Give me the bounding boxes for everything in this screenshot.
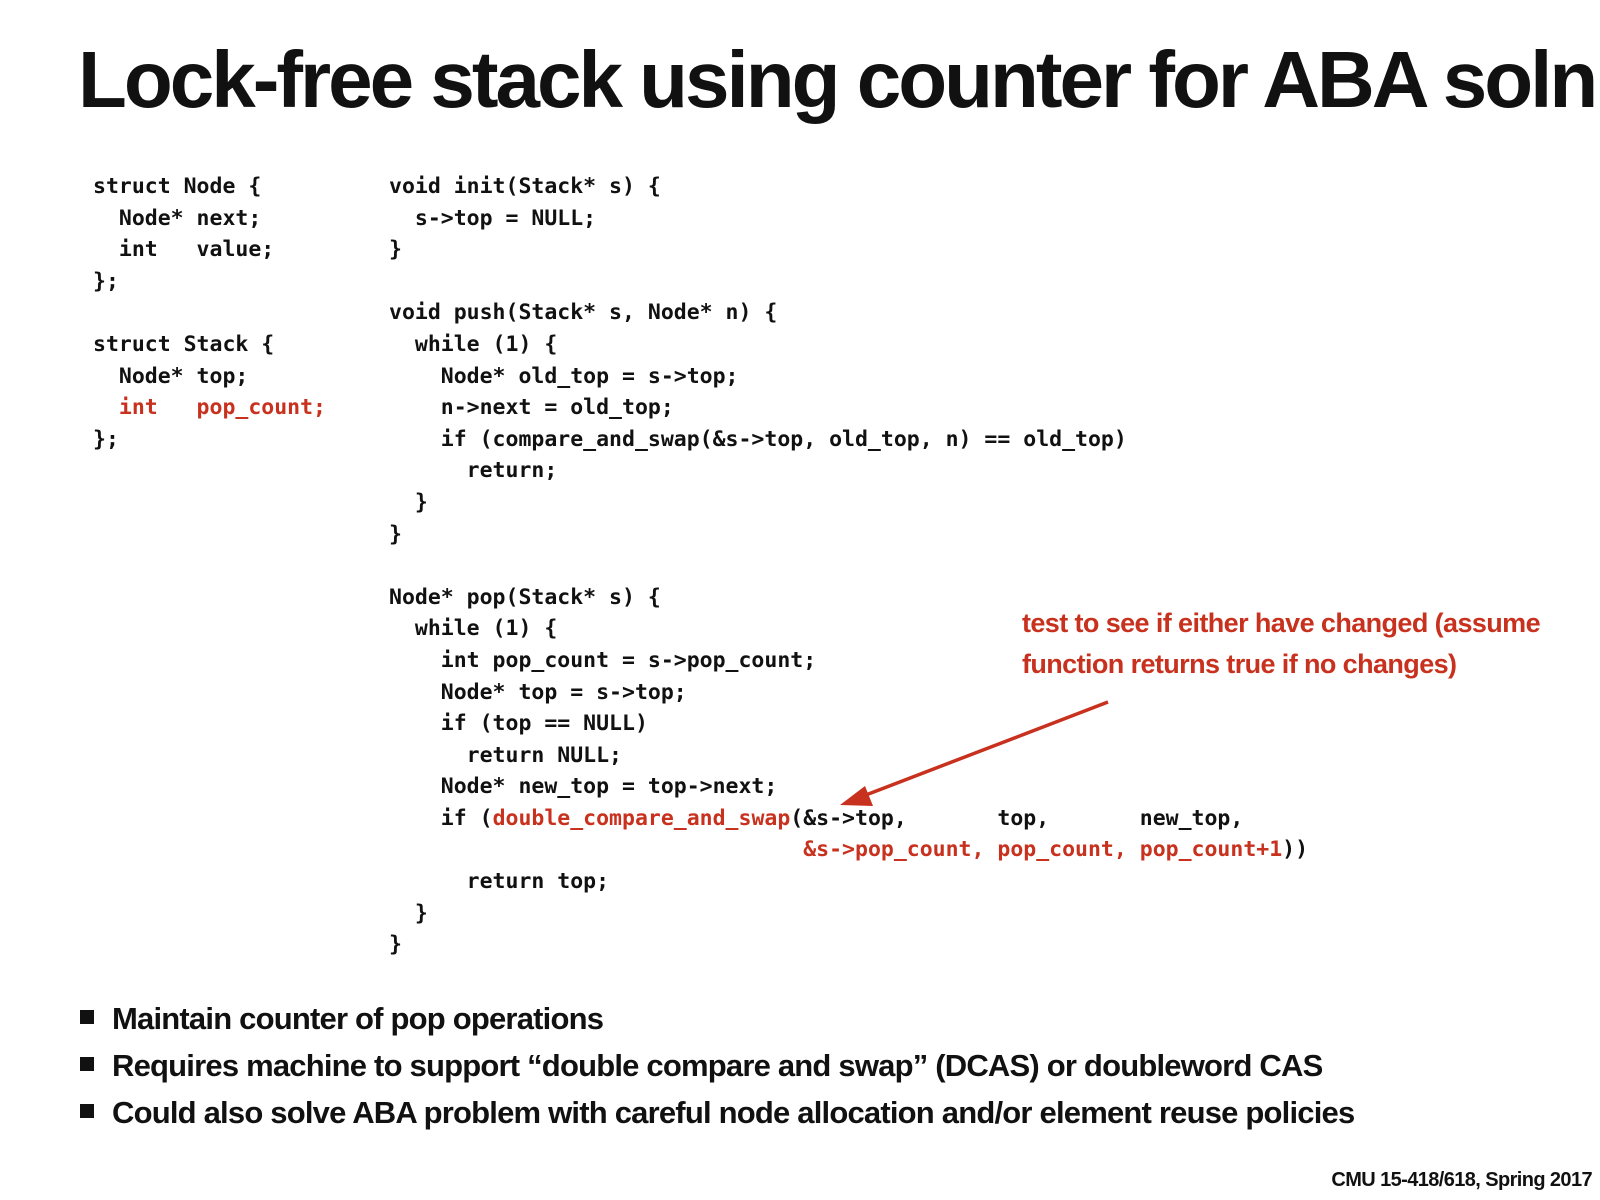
code-line: struct Stack { <box>93 329 326 361</box>
code-line: Node* top = s->top; <box>389 677 1308 709</box>
code-text: Node* top; <box>93 363 249 389</box>
code-line: if (top == NULL) <box>389 708 1308 740</box>
code-line: } <box>389 487 1308 519</box>
code-text: if ( <box>389 805 493 831</box>
code-text: int pop_count = s->pop_count; <box>389 647 817 673</box>
code-line: if (compare_and_swap(&s->top, old_top, n… <box>389 424 1308 456</box>
bullet-list: Maintain counter of pop operations Requi… <box>78 995 1355 1136</box>
bullet-text: Requires machine to support “double comp… <box>112 1048 1323 1083</box>
code-line: return top; <box>389 866 1308 898</box>
code-line: } <box>389 519 1308 551</box>
code-highlight: &s->pop_count, pop_count, pop_count+1 <box>803 837 1283 863</box>
code-text: (&s->top, top, new_top, <box>790 805 1244 831</box>
code-line: Node* pop(Stack* s) { <box>389 582 1308 614</box>
code-line: } <box>389 234 1308 266</box>
code-text: if (compare_and_swap(&s->top, old_top, n… <box>389 426 1127 452</box>
code-text: struct Node { <box>93 174 262 199</box>
code-highlight: int pop_count; <box>93 395 326 421</box>
code-text: s->top = NULL; <box>389 205 597 231</box>
bullet-square-icon <box>80 1010 94 1024</box>
code-text: }; <box>93 426 119 452</box>
code-text: } <box>389 900 428 926</box>
code-text: }; <box>93 268 119 294</box>
slide-title: Lock-free stack using counter for ABA so… <box>78 35 1598 124</box>
annotation-arrow-line <box>857 700 1109 800</box>
code-line: int pop_count = s->pop_count; <box>389 645 1308 677</box>
code-line: while (1) { <box>389 329 1308 361</box>
code-text: Node* new_top = top->next; <box>389 774 778 800</box>
code-line: Node* new_top = top->next; <box>389 771 1308 803</box>
code-line: if (double_compare_and_swap(&s->top, top… <box>389 803 1308 835</box>
struct-definitions-code: struct Node { Node* next; int value;}; st… <box>93 171 326 455</box>
code-text: while (1) { <box>389 331 558 357</box>
code-text: void push(Stack* s, Node* n) { <box>389 300 778 326</box>
bullet-item: Could also solve ABA problem with carefu… <box>78 1089 1355 1136</box>
code-line: Node* old_top = s->top; <box>389 361 1308 393</box>
code-text: return NULL; <box>389 742 622 768</box>
bullet-text: Could also solve ABA problem with carefu… <box>112 1095 1355 1130</box>
code-line: while (1) { <box>389 613 1308 645</box>
code-line: int value; <box>93 234 326 266</box>
code-line: struct Node { <box>93 171 326 203</box>
code-line: }; <box>93 424 326 456</box>
code-text: Node* top = s->top; <box>389 679 687 705</box>
bullet-text: Maintain counter of pop operations <box>112 1001 604 1036</box>
code-line: void init(Stack* s) { <box>389 171 1308 203</box>
annotation-arrow-head <box>840 786 873 806</box>
code-text: Node* old_top = s->top; <box>389 363 739 389</box>
code-line: Node* next; <box>93 203 326 235</box>
code-text: void init(Stack* s) { <box>389 174 661 199</box>
code-text: if (top == NULL) <box>389 711 648 737</box>
annotation-callout: test to see if either have changed (assu… <box>1022 603 1541 685</box>
code-line: return NULL; <box>389 740 1308 772</box>
code-text: n->next = old_top; <box>389 395 674 421</box>
code-line: n->next = old_top; <box>389 392 1308 424</box>
code-line: }; <box>93 266 326 298</box>
code-line: int pop_count; <box>93 392 326 424</box>
stack-functions-code: void init(Stack* s) { s->top = NULL;} voi… <box>389 171 1308 961</box>
bullet-item: Requires machine to support “double comp… <box>78 1042 1354 1089</box>
code-text: } <box>389 932 402 958</box>
code-text: } <box>389 237 402 263</box>
code-line: void push(Stack* s, Node* n) { <box>389 297 1308 329</box>
code-text: } <box>389 521 402 547</box>
code-line: s->top = NULL; <box>389 203 1308 235</box>
code-text: )) <box>1282 837 1309 863</box>
code-line: return; <box>389 455 1308 487</box>
code-text: } <box>389 489 428 515</box>
code-highlight: double_compare_and_swap <box>492 805 791 831</box>
code-text: return; <box>389 458 558 484</box>
code-line: } <box>389 898 1308 930</box>
code-text: struct Stack { <box>93 331 275 357</box>
code-text: Node* pop(Stack* s) { <box>389 584 661 610</box>
code-line: } <box>389 929 1308 961</box>
code-line: Node* top; <box>93 361 326 393</box>
bullet-square-icon <box>80 1104 94 1118</box>
slide-footer: CMU 15-418/618, Spring 2017 <box>1331 1169 1592 1191</box>
bullet-square-icon <box>80 1057 94 1071</box>
code-text: while (1) { <box>389 616 558 642</box>
code-text: return top; <box>389 869 610 895</box>
bullet-item: Maintain counter of pop operations <box>78 995 1354 1042</box>
annotation-line-1: test to see if either have changed (assu… <box>1022 608 1541 638</box>
code-text: int value; <box>93 237 275 263</box>
code-line: &s->pop_count, pop_count, pop_count+1)) <box>389 834 1308 866</box>
annotation-line-2: function returns true if no changes) <box>1022 649 1457 679</box>
code-text: Node* next; <box>93 205 262 231</box>
